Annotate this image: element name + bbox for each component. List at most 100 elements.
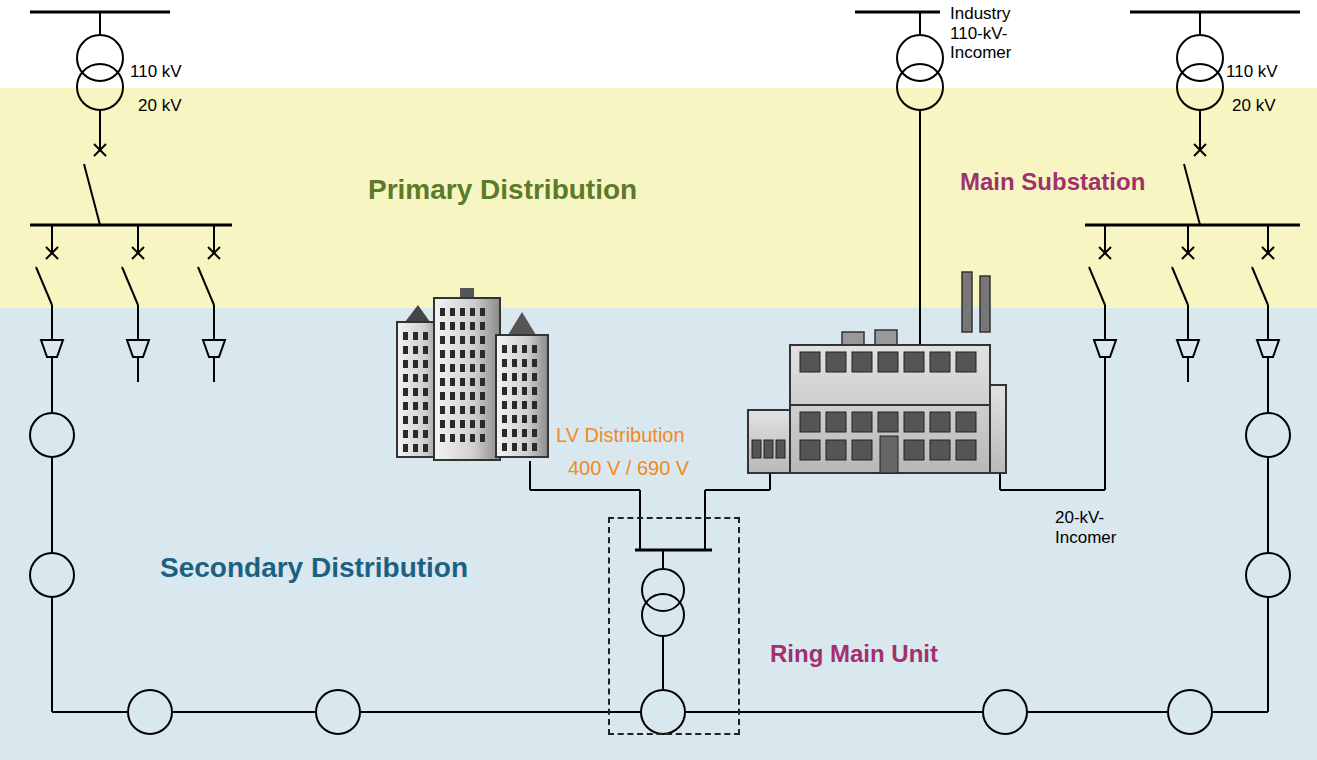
wire [1099,247,1111,259]
cable-terminal [203,340,225,357]
city-buildings [397,288,548,460]
wire [137,225,139,253]
window [752,440,761,458]
window [532,401,537,409]
window [502,415,507,423]
window [502,373,507,381]
window [450,434,455,442]
wire [530,489,640,491]
window [852,352,872,372]
cable-terminal [1094,340,1116,357]
wire [1262,247,1274,259]
window [413,346,418,354]
transformer-winding [897,35,943,81]
window [413,402,418,410]
window [852,440,872,460]
roof-unit [842,332,864,345]
window [460,434,465,442]
window [413,416,418,424]
window [470,364,475,372]
window [532,443,537,451]
wire [99,12,101,35]
wire [635,549,712,552]
window [423,346,428,354]
window [512,429,517,437]
window [522,387,527,395]
window [423,416,428,424]
window [440,322,445,330]
substation-heading: Main Substation [960,168,1145,196]
factory-ledge [790,404,990,406]
window [502,387,507,395]
factory-wing [748,410,790,473]
wire [769,474,771,490]
window [826,440,846,460]
window [904,440,924,460]
window [522,429,527,437]
transformer-winding [642,569,684,611]
voltage-label: 110 kV [1226,62,1278,82]
ring-station [30,413,74,457]
ring-main-unit-box: Ring Main Unit [608,517,740,735]
window [512,345,517,353]
wire [208,247,220,259]
chimney [980,276,990,332]
window [403,444,408,452]
lv-voltage-label: 400 V / 690 V [568,457,689,480]
wire [1104,305,1106,340]
wire [198,267,214,305]
window [512,401,517,409]
window [480,406,485,414]
window [776,440,785,458]
window [440,336,445,344]
transformer-winding [77,64,123,110]
window [440,378,445,386]
window [930,440,950,460]
transformer-winding [77,35,123,81]
window [460,350,465,358]
cable-terminal [1257,340,1279,357]
window [522,401,527,409]
window [450,350,455,358]
window [403,332,408,340]
voltage-label: 20 kV [138,96,181,116]
region-heading: Primary Distribution [368,174,637,206]
transformer-winding [1177,35,1223,81]
window [440,392,445,400]
wire [46,247,58,259]
voltage-label: 20 kV [1232,96,1275,116]
wire [51,225,53,253]
window [480,308,485,316]
incomer-label: Industry 110-kV- Incomer [950,4,1030,63]
window [904,352,924,372]
wire [1172,267,1188,305]
window [460,420,465,428]
tower [496,335,548,457]
wire [1252,267,1268,305]
door [880,436,898,473]
window [532,429,537,437]
window [522,443,527,451]
region-heading: Ring Main Unit [770,640,938,668]
wire [99,110,101,150]
wire [1184,164,1200,225]
window [460,308,465,316]
window [532,387,537,395]
window [852,412,872,432]
primary-band [0,88,1317,308]
wire [1194,144,1206,156]
window [450,322,455,330]
wire [1130,11,1300,14]
window [460,322,465,330]
window [413,388,418,396]
cable-terminal [127,340,149,357]
wire [705,489,770,491]
ring-station [1246,413,1290,457]
region-heading: Secondary Distribution [160,552,468,584]
window [512,387,517,395]
window [502,401,507,409]
window [512,415,517,423]
ring-station [1168,690,1212,734]
window [470,392,475,400]
tower-roof [508,312,536,335]
